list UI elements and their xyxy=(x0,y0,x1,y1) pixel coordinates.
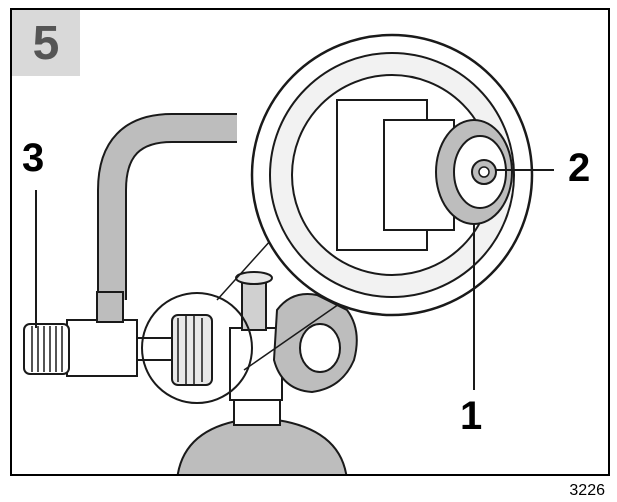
step-number: 5 xyxy=(32,16,60,70)
valve-body xyxy=(229,327,283,401)
gas-bottle xyxy=(176,419,348,474)
regulator-body xyxy=(66,319,138,377)
detail-circle-small xyxy=(141,292,253,404)
step-badge: 5 xyxy=(12,10,80,76)
diagram-frame: 5 3 2 1 xyxy=(10,8,610,476)
callout-2: 2 xyxy=(568,146,591,190)
illustration xyxy=(23,33,554,474)
adjusting-knob xyxy=(23,323,70,375)
figure-id: 3226 xyxy=(569,482,605,499)
callout-3: 3 xyxy=(22,136,45,180)
callout-1: 1 xyxy=(460,394,483,438)
